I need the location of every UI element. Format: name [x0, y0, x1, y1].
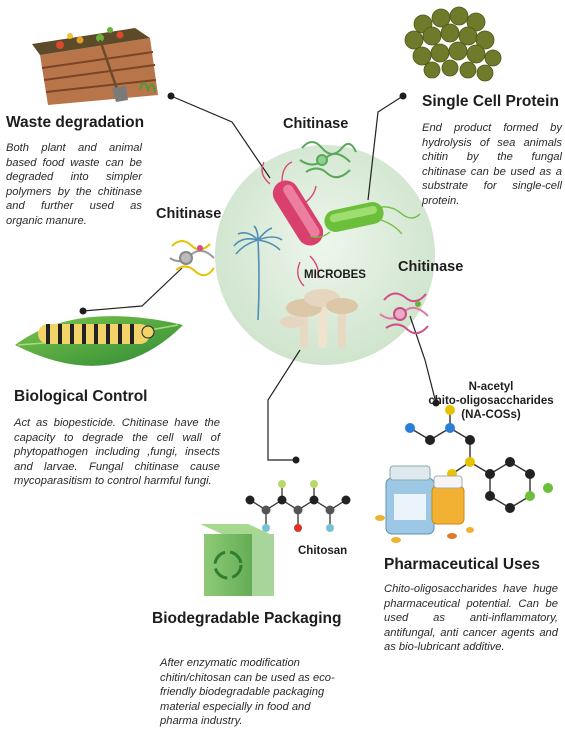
nacos-label: N-acetyl chito-oligosaccharides (NA-COSs…	[422, 380, 560, 422]
single-cell-protein-title: Single Cell Protein	[422, 93, 559, 110]
chitinase-top-label: Chitinase	[283, 116, 349, 132]
biological-control-text: Act as biopesticide. Chitinase have the …	[14, 417, 220, 488]
nacos-label-line1: N-acetyl	[468, 381, 514, 393]
compost-bin-icon	[32, 27, 158, 105]
nacos-molecule-icon	[405, 405, 553, 513]
chitinase-left-label: Chitinase	[156, 206, 222, 222]
connector-scp	[367, 95, 404, 201]
connector-pack	[267, 349, 301, 461]
recycle-box-icon	[200, 524, 274, 596]
waste-degradation-title: Waste degradation	[6, 114, 145, 131]
fungus-icon	[233, 225, 283, 321]
connector-bio	[82, 267, 183, 312]
chitinase-right-icon	[379, 292, 429, 335]
chitinase-right-label: Chitinase	[398, 259, 464, 275]
mushroom-icon	[280, 289, 358, 348]
chitinase-left-icon	[169, 240, 215, 277]
connector-dots	[79, 92, 440, 464]
scp-pellets-icon	[404, 6, 502, 82]
connector-pharma	[409, 315, 437, 404]
single-cell-protein-text: End product formed by hydrolysis of sea …	[422, 122, 562, 207]
biological-control-title: Biological Control	[14, 388, 148, 405]
connector-lines	[82, 95, 437, 461]
nacos-label-line2: chito-oligosaccharides	[428, 395, 554, 407]
waste-degradation-text: Both plant and animal based food waste c…	[6, 142, 142, 227]
chitosan-label: Chitosan	[298, 545, 348, 557]
caterpillar-leaf-icon	[15, 316, 183, 366]
nacos-label-line3: (NA-COSs)	[461, 409, 521, 421]
connector-waste	[170, 95, 271, 179]
pill-bottles-icon	[375, 465, 474, 543]
green-bacterium-icon	[309, 202, 421, 238]
microbes-label: MICROBES	[304, 269, 366, 281]
chitosan-molecule-icon	[245, 480, 351, 532]
biodegradable-packaging-text: After enzymatic modification chitin/chit…	[160, 657, 335, 728]
chitinase-top-icon	[299, 141, 357, 179]
pharmaceutical-uses-text: Chito-oligosaccharides have huge pharmac…	[384, 583, 558, 654]
biodegradable-packaging-title: Biodegradable Packaging	[152, 610, 342, 627]
pink-bacterium-icon	[261, 161, 324, 287]
microbes-circle	[215, 145, 435, 365]
pharmaceutical-uses-title: Pharmaceutical Uses	[384, 556, 540, 573]
